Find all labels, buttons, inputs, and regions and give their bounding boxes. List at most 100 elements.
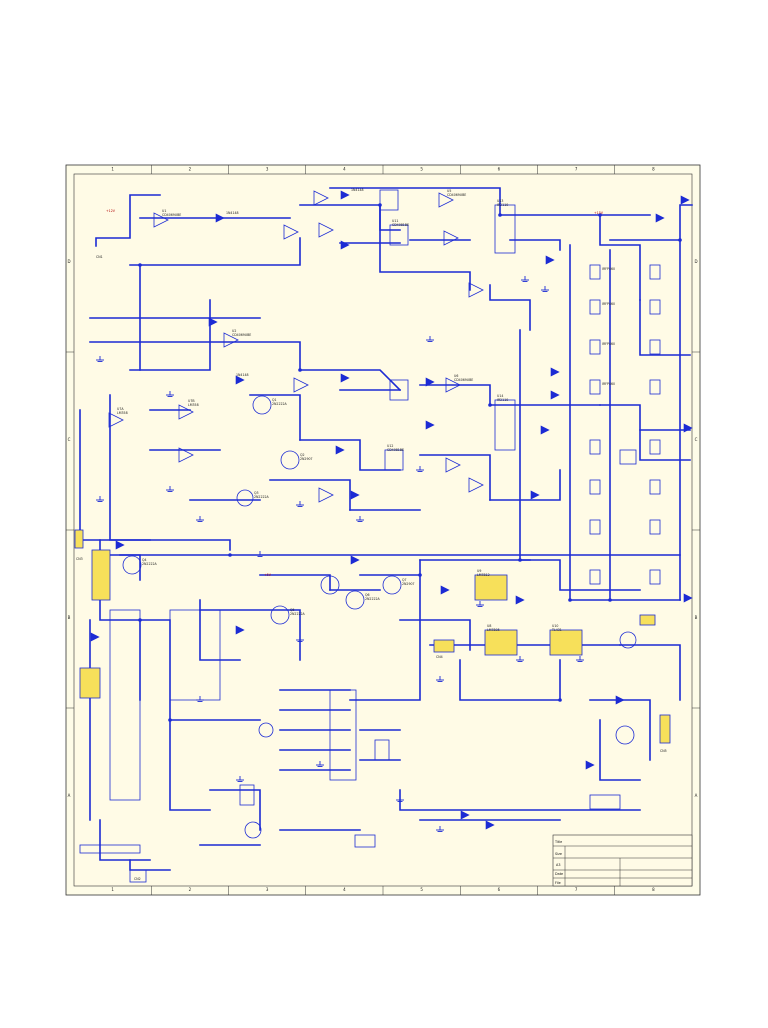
zone-col-5-bottom: 5 (420, 887, 423, 892)
diode-d18 (683, 423, 693, 433)
wire-9 (329, 187, 501, 216)
ref-u7b: U7B (188, 399, 195, 403)
title-block-date-label: Date (555, 872, 563, 876)
wire-62 (399, 619, 471, 651)
connector-cn3 (74, 529, 84, 549)
inverter-u1c (313, 190, 329, 206)
zone-col-6-top: 6 (498, 167, 501, 172)
connector-label-cn5: CN5 (660, 749, 667, 753)
junction-dot (298, 368, 302, 372)
ic-u10 (549, 629, 583, 656)
diode-d3 (340, 240, 350, 250)
transformer-ct (619, 449, 637, 465)
ground-symbol (166, 486, 174, 492)
wire-17 (609, 204, 693, 241)
ground-symbol (356, 516, 364, 522)
wire-21 (419, 384, 491, 406)
wire-14 (509, 239, 561, 251)
part-q1: 2N2222A (272, 402, 288, 406)
inverter-u6a (445, 377, 461, 393)
zone-row-C-right: C (695, 437, 698, 442)
gate-u12b (379, 189, 399, 211)
bridge-rectifier (79, 667, 101, 699)
diode-d15 (530, 490, 540, 500)
ground-symbol (96, 496, 104, 502)
part-q2: 2N2907 (300, 457, 313, 461)
mosfet-left-1 (589, 264, 601, 280)
mosfet-part-label-3: IRFP460 (602, 342, 615, 346)
wire-6 (89, 341, 301, 371)
title-block-size-value: A3 (556, 863, 560, 867)
wire-30 (99, 539, 681, 556)
gate-u12a (384, 449, 404, 471)
diode-d24 (615, 695, 625, 705)
transistor-q5 (270, 605, 290, 625)
diode-d7 (425, 377, 435, 387)
connector-label-cn2: CN2 (134, 877, 141, 881)
ground-symbol (296, 636, 304, 642)
inverter-u3 (318, 222, 334, 238)
mosfet-right-1 (649, 264, 661, 280)
ic-microcontroller (329, 689, 357, 781)
ic-pwm-controller (169, 609, 221, 701)
part-q5: 2N2222A (290, 612, 306, 616)
part-u12: CD4081BE (387, 448, 404, 452)
wire-49 (199, 609, 301, 661)
inverter-u1b (283, 224, 299, 240)
zone-row-B-right: B (695, 615, 698, 620)
ref-u5: U5 (447, 189, 451, 193)
mosfet-left-5 (589, 439, 601, 455)
inverter-u6b (445, 457, 461, 473)
junction-dot (138, 618, 142, 622)
mosfet-right-4 (649, 379, 661, 395)
wire-67 (589, 699, 651, 761)
components (74, 189, 693, 883)
transformer-main (109, 609, 141, 801)
inverter-u2c (318, 487, 334, 503)
ref-q6: Q6 (365, 593, 370, 597)
mosfet-right-5 (649, 439, 661, 455)
diode-d22 (235, 625, 245, 635)
junction-dot (568, 598, 572, 602)
ref-u11: U11 (392, 219, 398, 223)
diode-d4 (208, 317, 218, 327)
mosfet-left-2 (589, 299, 601, 315)
ground-symbol (96, 356, 104, 362)
ground-symbol (396, 796, 404, 802)
wire-66 (459, 659, 561, 701)
ic-u8 (484, 629, 518, 656)
transistor-q4 (122, 555, 142, 575)
diode-d21 (90, 632, 100, 642)
crystal-y1 (239, 784, 255, 806)
ref-q5: Q5 (290, 608, 295, 612)
diode-d9 (335, 445, 345, 455)
diode-d16 (655, 213, 665, 223)
ground-symbol (476, 601, 484, 607)
mosfet-left-4 (589, 379, 601, 395)
diode-d10 (350, 490, 360, 500)
connector-cn4 (433, 639, 455, 653)
title-block: Title Size A3 Date File (552, 834, 693, 887)
ic-u13 (494, 204, 516, 254)
zone-col-4-top: 4 (343, 167, 346, 172)
ref-u8: U8 (487, 624, 491, 628)
connector-cn1-header (79, 844, 141, 854)
zone-col-7-bottom: 7 (575, 887, 578, 892)
connector-label-cn3: CN3 (76, 557, 83, 561)
zone-col-8-top: 8 (652, 167, 655, 172)
inverter-u5a (438, 192, 454, 208)
wire-34 (299, 439, 401, 471)
ic-u9 (474, 574, 508, 601)
diode-d26 (460, 810, 470, 820)
wire-39 (639, 299, 691, 356)
ground-symbol (196, 696, 204, 702)
ref-u6: U6 (454, 374, 458, 378)
component-labels: U1CD4069UBEU2CD4069UBEU5CD4069UBEU6CD406… (76, 188, 667, 881)
ref-u12: U12 (387, 444, 393, 448)
inverter-u1a (153, 212, 169, 228)
wire-25 (249, 394, 301, 441)
zone-col-3-bottom: 3 (266, 887, 269, 892)
zone-row-A-right: A (695, 793, 698, 798)
